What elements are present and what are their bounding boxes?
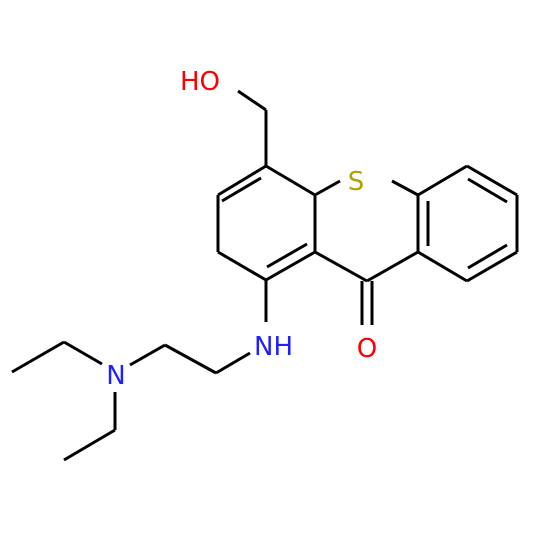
- bond: [63, 428, 116, 462]
- bond: [266, 242, 308, 269]
- atom-labels: HO S O NH N: [106, 67, 377, 391]
- bond: [417, 164, 468, 197]
- sulfur-label: S: [348, 167, 365, 197]
- bond: [314, 179, 341, 197]
- tertiary-amine-label: N: [106, 361, 125, 391]
- carbonyl-oxygen-label: O: [357, 334, 377, 364]
- amine-nh-label: NH: [254, 332, 293, 362]
- bond: [314, 250, 368, 283]
- bond: [217, 164, 267, 197]
- bond: [366, 250, 419, 283]
- bond: [417, 250, 468, 283]
- hydroxyl-label: HO: [180, 67, 220, 97]
- bond: [265, 250, 316, 282]
- bond: [265, 164, 316, 197]
- bond: [391, 179, 419, 197]
- bond: [63, 340, 103, 366]
- bond: [11, 340, 65, 374]
- bond: [466, 250, 518, 283]
- bond: [164, 343, 217, 375]
- bond: [215, 351, 251, 375]
- bond: [237, 89, 267, 112]
- bond: [129, 343, 166, 367]
- bond: [221, 176, 262, 203]
- bond: [467, 177, 508, 204]
- bond: [466, 164, 518, 197]
- bond: [217, 250, 267, 282]
- bonds: [11, 89, 519, 462]
- bond: [467, 243, 508, 270]
